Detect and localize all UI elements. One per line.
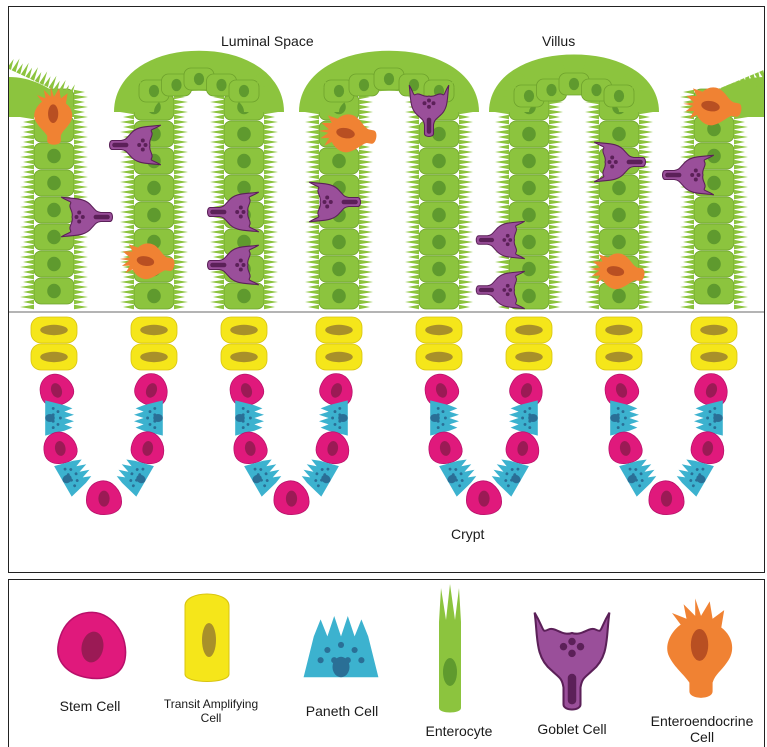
transit-amplifying-cell [691,317,737,343]
transit-amplifying-cell [416,344,462,370]
paneth-cell [134,400,163,435]
legend-goblet-icon [535,613,610,710]
villi-layer [9,55,765,309]
crypt [416,317,552,515]
legend-transit-amplifying-label: Transit Amplifying Cell [151,698,271,726]
transit-amplifying-cell [221,317,267,343]
stem-cell [274,481,309,515]
enterocyte-cell [509,121,549,147]
villus-tip [122,55,276,112]
legend-transit-icon [185,594,229,682]
enterocyte-cell [419,229,459,255]
crypt [221,317,362,515]
luminal-space-label: Luminal Space [221,33,314,49]
enterocyte-cell [224,148,264,174]
stem-cell [466,481,501,515]
villus-tip [497,60,651,112]
intestinal-epithelium-diagram: Luminal Space Villus Crypt [8,6,765,573]
enterocyte-cell [419,175,459,201]
enterocyte-cell [509,148,549,174]
enterocyte-cell [134,202,174,228]
enterocyte-cell [599,202,639,228]
legend-stem-cell-label: Stem Cell [45,698,135,714]
paneth-cell [319,400,348,435]
enterocyte-cell [694,224,734,250]
enterocyte-cell [34,224,74,250]
enterocyte-cell [34,278,74,304]
enterocyte-cell [34,143,74,169]
paneth-cell [509,400,538,435]
enterocyte-cell [419,283,459,309]
microvilli [264,95,278,309]
microvilli [120,95,134,309]
crypt [596,317,737,515]
enterocyte-cell [319,256,359,282]
microvilli [20,90,34,309]
transit-amplifying-cell [506,317,552,343]
legend-enteroendocrine-icon [667,599,732,698]
microvilli [549,95,563,309]
paneth-cell [610,400,639,435]
paneth-cell [45,400,74,435]
paneth-cell [694,400,723,435]
enterocyte-cell [34,170,74,196]
enterocyte-cell [694,197,734,223]
microvilli [405,95,419,309]
transit-amplifying-cell [596,344,642,370]
villus-label: Villus [542,33,575,49]
legend-enterocyte-label: Enterocyte [409,723,509,739]
enterocyte-cell [509,175,549,201]
transit-amplifying-cell [416,317,462,343]
transit-amplifying-cell [691,344,737,370]
enterocyte-cell [599,229,639,255]
legend-paneth-icon [304,616,379,677]
enterocyte-cell [319,148,359,174]
enterocyte-cell [319,283,359,309]
legend-paneth-cell-label: Paneth Cell [287,703,397,719]
enterocyte-cell [134,283,174,309]
enterocyte-cell [224,121,264,147]
legend-goblet-cell-label: Goblet Cell [522,721,622,737]
enterocyte-cell [419,202,459,228]
stem-cell [86,481,121,515]
legend-enteroendocrine-label: Enteroendocrine Cell [637,713,765,745]
enterocyte-column [405,94,473,309]
paneth-cell [235,400,264,435]
enterocyte-cell [694,251,734,277]
transit-amplifying-cell [31,317,77,343]
transit-amplifying-cell [506,344,552,370]
microvilli [680,90,694,309]
microvilli [734,90,748,309]
transit-amplifying-cell [316,344,362,370]
microvilli [174,95,188,309]
transit-amplifying-cell [316,317,362,343]
enterocyte-cell [694,278,734,304]
epithelium-illustration [9,7,765,573]
enterocyte-cell [604,85,634,107]
enterocyte-cell [134,175,174,201]
enterocyte-cell [224,283,264,309]
enterocyte-cell [419,256,459,282]
microvilli [585,95,599,309]
transit-amplifying-cell [221,344,267,370]
transit-amplifying-cell [131,317,177,343]
transit-amplifying-cell [131,344,177,370]
cell-type-legend: Stem Cell Transit Amplifying Cell Paneth… [8,579,765,747]
enterocyte-cell [34,251,74,277]
stem-cell [649,481,684,515]
enterocyte-cell [419,148,459,174]
enterocyte-cell [319,229,359,255]
crypt-label: Crypt [451,526,484,542]
legend-enterocyte-icon [439,584,461,713]
transit-amplifying-cell [31,344,77,370]
microvilli [305,95,319,309]
transit-amplifying-cell [596,317,642,343]
legend-stem-icon [53,607,132,683]
microvilli [459,95,473,309]
enterocyte-cell [229,80,259,102]
crypt [31,317,177,515]
microvilli [210,95,224,309]
paneth-cell [430,400,459,435]
